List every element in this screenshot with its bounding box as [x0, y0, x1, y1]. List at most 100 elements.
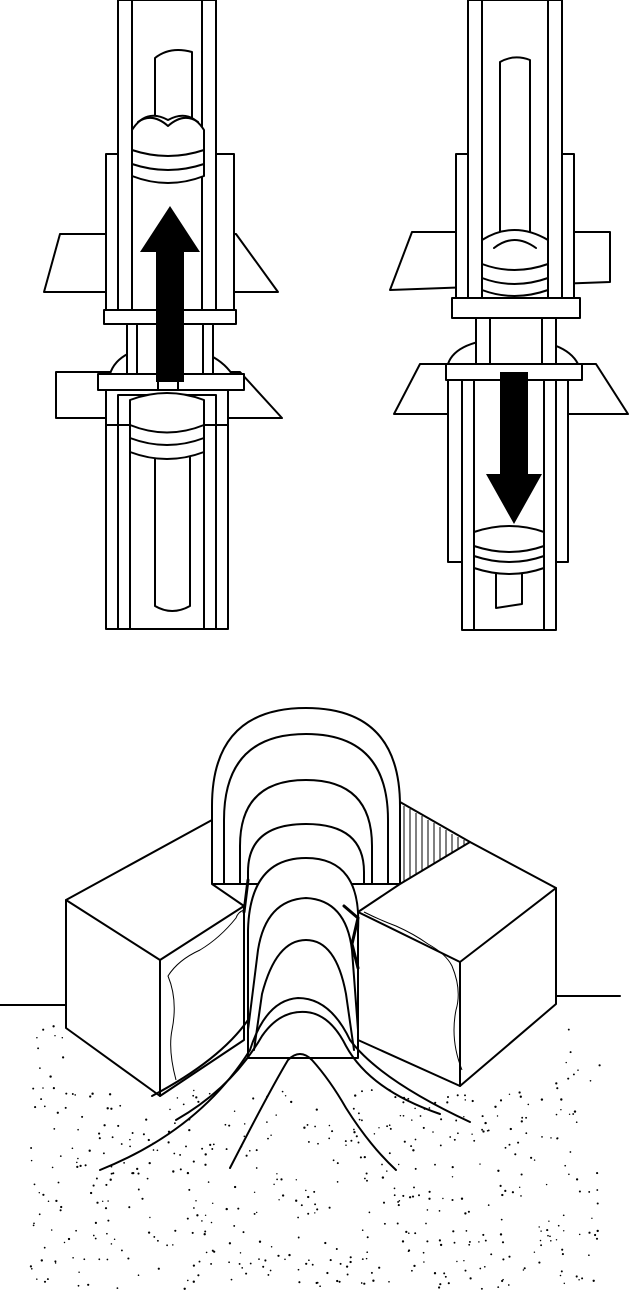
sand-dot: [460, 1197, 464, 1200]
sand-dot: [57, 1181, 60, 1184]
sand-dot: [55, 1199, 58, 1203]
sand-dot: [136, 1167, 139, 1171]
sand-dot: [397, 1163, 400, 1166]
sand-dot: [245, 1154, 248, 1157]
sand-dot: [359, 1156, 362, 1159]
sand-dot: [363, 1155, 366, 1159]
sand-dot: [59, 1155, 62, 1157]
sand-dot: [77, 1157, 79, 1160]
sand-dot: [67, 1237, 71, 1241]
sand-dot: [463, 1259, 465, 1262]
sand-dot: [305, 1189, 307, 1192]
sand-dot: [188, 1128, 191, 1132]
sand-dot: [89, 1095, 92, 1098]
sand-dot: [188, 1118, 191, 1121]
sand-dot: [355, 1135, 358, 1138]
sand-dot: [575, 1121, 578, 1124]
sand-dot: [149, 1216, 151, 1219]
sand-dot: [95, 1177, 98, 1180]
sand-dot: [381, 1163, 383, 1166]
sand-dot: [240, 1145, 243, 1148]
sand-dot: [468, 1243, 471, 1246]
sand-dot: [201, 1220, 203, 1222]
sand-dot: [533, 1159, 536, 1161]
sand-dot: [281, 1090, 284, 1093]
sand-dot: [572, 1113, 575, 1115]
sand-dot: [30, 1147, 33, 1149]
sand-dot: [525, 1116, 528, 1119]
sand-dot: [357, 1141, 360, 1144]
sand-dot: [209, 1143, 212, 1147]
sand-dot: [345, 1265, 349, 1268]
up-arrow-icon: [140, 206, 200, 382]
sand-dot: [365, 1257, 368, 1260]
sand-dot: [467, 1210, 470, 1213]
sand-dot: [152, 1142, 154, 1145]
sand-dot: [481, 1128, 484, 1131]
sand-dot: [434, 1163, 436, 1166]
sand-dot: [49, 1075, 52, 1078]
sand-dot: [439, 1144, 442, 1147]
sand-dot: [393, 1187, 396, 1190]
sand-dot: [167, 1141, 170, 1144]
sand-dot: [78, 1271, 80, 1273]
sand-dot: [358, 1118, 361, 1121]
sand-dot: [305, 1262, 308, 1265]
sand-dot: [504, 1189, 507, 1193]
sand-dot: [300, 1204, 303, 1207]
sand-dot: [444, 1275, 447, 1278]
sand-dot: [596, 1229, 599, 1233]
sand-dot: [137, 1188, 140, 1191]
sand-dot: [83, 1258, 86, 1261]
sand-dot: [36, 1036, 38, 1039]
sand-dot: [405, 1230, 408, 1234]
sand-dot: [353, 1131, 356, 1134]
cross-section-diagram: [0, 707, 621, 1290]
sand-dot: [332, 1159, 335, 1162]
sand-dot: [94, 1221, 97, 1224]
sand-dot: [146, 1177, 149, 1180]
sand-dot: [397, 1204, 400, 1207]
sand-dot: [486, 1130, 489, 1132]
sand-dot: [402, 1101, 405, 1104]
sand-dot: [402, 1194, 405, 1197]
sand-dot: [471, 1133, 473, 1135]
sand-dot: [54, 1034, 56, 1037]
sand-dot: [182, 1103, 185, 1106]
left-lower-rod: [154, 451, 191, 612]
sand-dot: [328, 1206, 331, 1209]
sand-dot: [203, 1233, 206, 1236]
sand-dot: [278, 1199, 280, 1201]
sand-dot: [276, 1178, 278, 1181]
sand-dot: [481, 1115, 484, 1118]
sand-dot: [478, 1241, 480, 1243]
sand-dot: [172, 1244, 174, 1246]
sand-dot: [34, 1106, 37, 1109]
sand-dot: [52, 1087, 55, 1090]
sand-dot: [381, 1176, 385, 1179]
sand-dot: [89, 1191, 93, 1195]
sand-dot: [192, 1280, 195, 1283]
sand-dot: [186, 1279, 189, 1282]
sand-dot: [328, 1124, 331, 1127]
sand-dot: [446, 1101, 449, 1104]
sand-dot: [137, 1172, 140, 1175]
sand-dot: [197, 1100, 200, 1103]
sand-dot: [378, 1266, 381, 1269]
sand-dot: [588, 1254, 590, 1257]
sand-dot: [249, 1262, 252, 1265]
sand-dot: [407, 1097, 410, 1100]
sand-dot: [428, 1190, 431, 1193]
sand-dot: [207, 1181, 210, 1183]
sand-dot: [270, 1134, 272, 1137]
sand-dot: [103, 1124, 106, 1127]
sand-dot: [328, 1137, 331, 1140]
sand-dot: [71, 1147, 74, 1150]
sand-dot: [468, 1240, 471, 1243]
sand-dot: [439, 1283, 442, 1286]
sand-dot: [366, 1236, 369, 1239]
sand-dot: [205, 1251, 208, 1254]
sand-dot: [238, 1262, 241, 1265]
sand-dot: [496, 1115, 499, 1117]
